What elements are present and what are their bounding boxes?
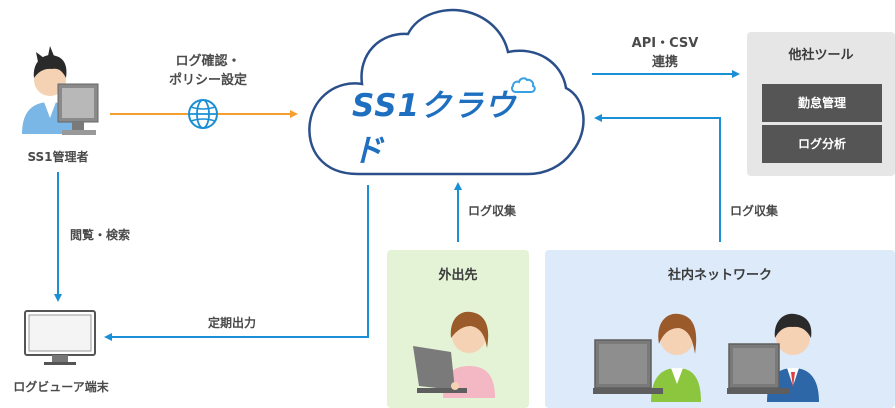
log-collect-internal-label: ログ収集: [730, 204, 779, 218]
office-worker-woman-icon: [593, 313, 701, 402]
admin-to-cloud-label: ログ確認・ ポリシー設定: [148, 52, 268, 90]
cloud-logo-icon: [511, 77, 536, 93]
outside-title: 外出先: [438, 268, 478, 283]
outside-panel: 外出先: [387, 250, 529, 408]
other-tools-panel: 他社ツール 勤怠管理 ログ分析: [747, 32, 895, 176]
admin-person-icon: [22, 46, 99, 135]
view-search-label: 閲覧・検索: [70, 228, 131, 242]
periodic-output-label: 定期出力: [208, 316, 257, 330]
tool-item-log-analysis: ログ分析: [762, 125, 882, 163]
admin-label: SS1管理者: [27, 150, 89, 164]
admin-to-cloud-label-line1: ログ確認・: [175, 54, 241, 69]
api-label-line1: API・CSV: [631, 36, 699, 51]
cloud-logo-text: SS1クラウド: [352, 88, 517, 169]
admin-illustration: [14, 42, 104, 142]
remote-worker-icon: [413, 311, 495, 398]
office-worker-man-icon: [727, 313, 819, 402]
internal-network-panel: 社内ネットワーク: [545, 250, 895, 408]
internal-to-cloud-arrow: [594, 114, 721, 242]
cloud-shape: [308, 8, 585, 176]
cloud-logo: SS1クラウド: [352, 77, 542, 169]
api-label-line2: 連携: [651, 55, 678, 70]
log-viewer-label: ログビューア端末: [13, 380, 109, 394]
api-label: API・CSV 連携: [610, 34, 720, 72]
other-tools-title: 他社ツール: [788, 48, 854, 63]
monitor-icon: [24, 310, 96, 365]
log-collect-outside-label: ログ収集: [468, 204, 517, 218]
internal-network-title: 社内ネットワーク: [667, 268, 772, 283]
cloud-to-viewer-arrow: [104, 185, 369, 341]
admin-to-cloud-label-line2: ポリシー設定: [168, 73, 247, 88]
tool-item-attendance: 勤怠管理: [762, 84, 882, 122]
globe-icon: [188, 99, 218, 129]
